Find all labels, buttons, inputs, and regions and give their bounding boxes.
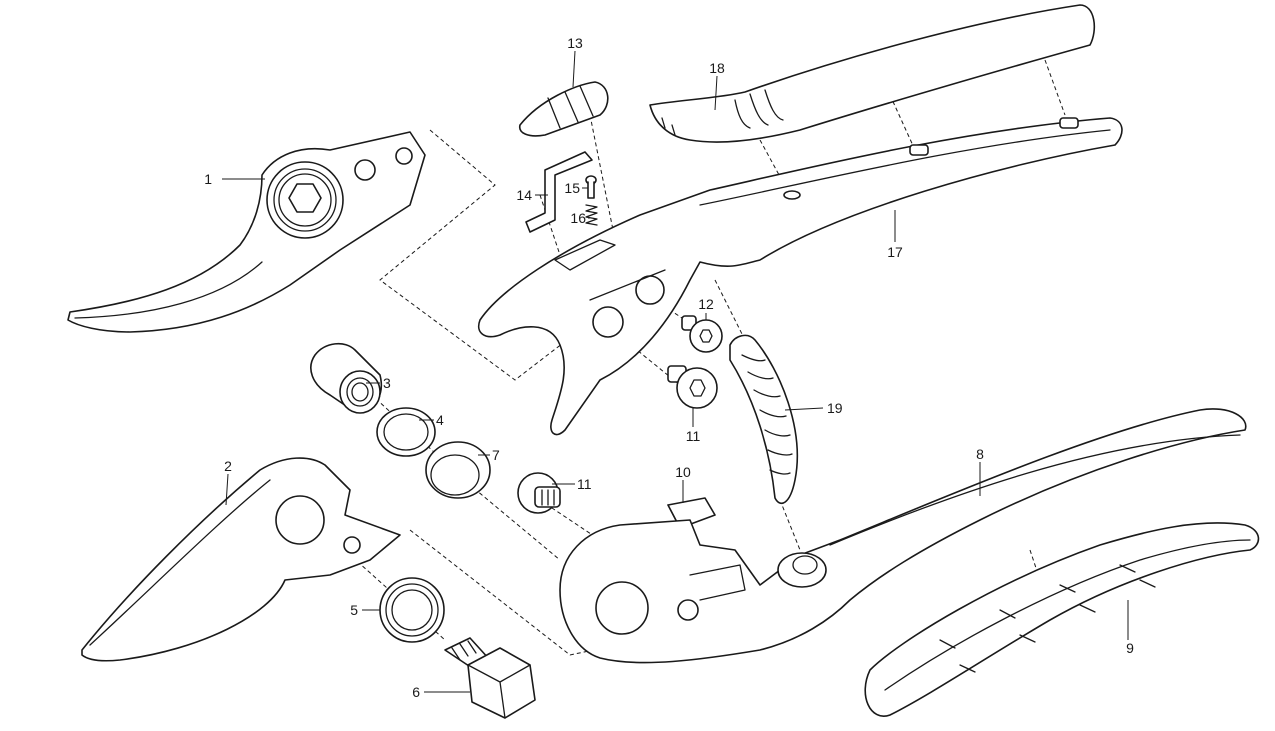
callout-4: 4 (436, 412, 444, 428)
callout-17: 17 (887, 244, 903, 260)
part-17-upper-handle (478, 117, 1123, 436)
part-9-lower-grip-cover (864, 522, 1260, 717)
part-7-bushing (425, 441, 491, 499)
part-2-lower-blade (81, 457, 401, 662)
callout-1: 1 (204, 171, 212, 187)
callout-11-lower: 11 (577, 476, 592, 492)
callout-13: 13 (567, 35, 583, 51)
part-19-spring-grip (729, 334, 799, 505)
callout-3: 3 (383, 375, 391, 391)
callout-16: 16 (570, 210, 586, 226)
part-1-upper-blade (67, 131, 426, 333)
callout-9: 9 (1126, 640, 1134, 656)
part-4-washer (376, 407, 436, 457)
callout-7: 7 (492, 447, 500, 463)
leader-lines (222, 50, 1129, 693)
callout-8: 8 (976, 446, 984, 462)
part-16-spring (585, 204, 598, 226)
callout-14: 14 (516, 187, 532, 203)
part-11-screw-lower (517, 472, 561, 514)
part-15-pin (585, 175, 597, 199)
callout-11-upper: 11 (686, 428, 701, 444)
callout-10: 10 (675, 464, 691, 480)
callout-19: 19 (827, 400, 843, 416)
part-13-grip-pad (519, 81, 609, 137)
part-3-nut (310, 342, 382, 414)
part-5-toothed-washer (379, 577, 445, 643)
part-8-lower-handle (559, 408, 1247, 664)
callout-15: 15 (564, 180, 580, 196)
callout-2: 2 (224, 458, 232, 474)
part-6-hex-bolt (444, 637, 536, 719)
part-11-screw-upper (667, 365, 718, 409)
callout-12: 12 (698, 296, 714, 312)
callout-5: 5 (350, 602, 358, 618)
callouts: 1 2 3 4 7 11 5 6 10 11 12 13 14 15 16 17… (204, 35, 1134, 700)
part-12-screw (681, 315, 723, 353)
callout-6: 6 (412, 684, 420, 700)
part-18-grip-cover (649, 4, 1096, 143)
callout-18: 18 (709, 60, 725, 76)
part-14-latch (525, 151, 593, 233)
